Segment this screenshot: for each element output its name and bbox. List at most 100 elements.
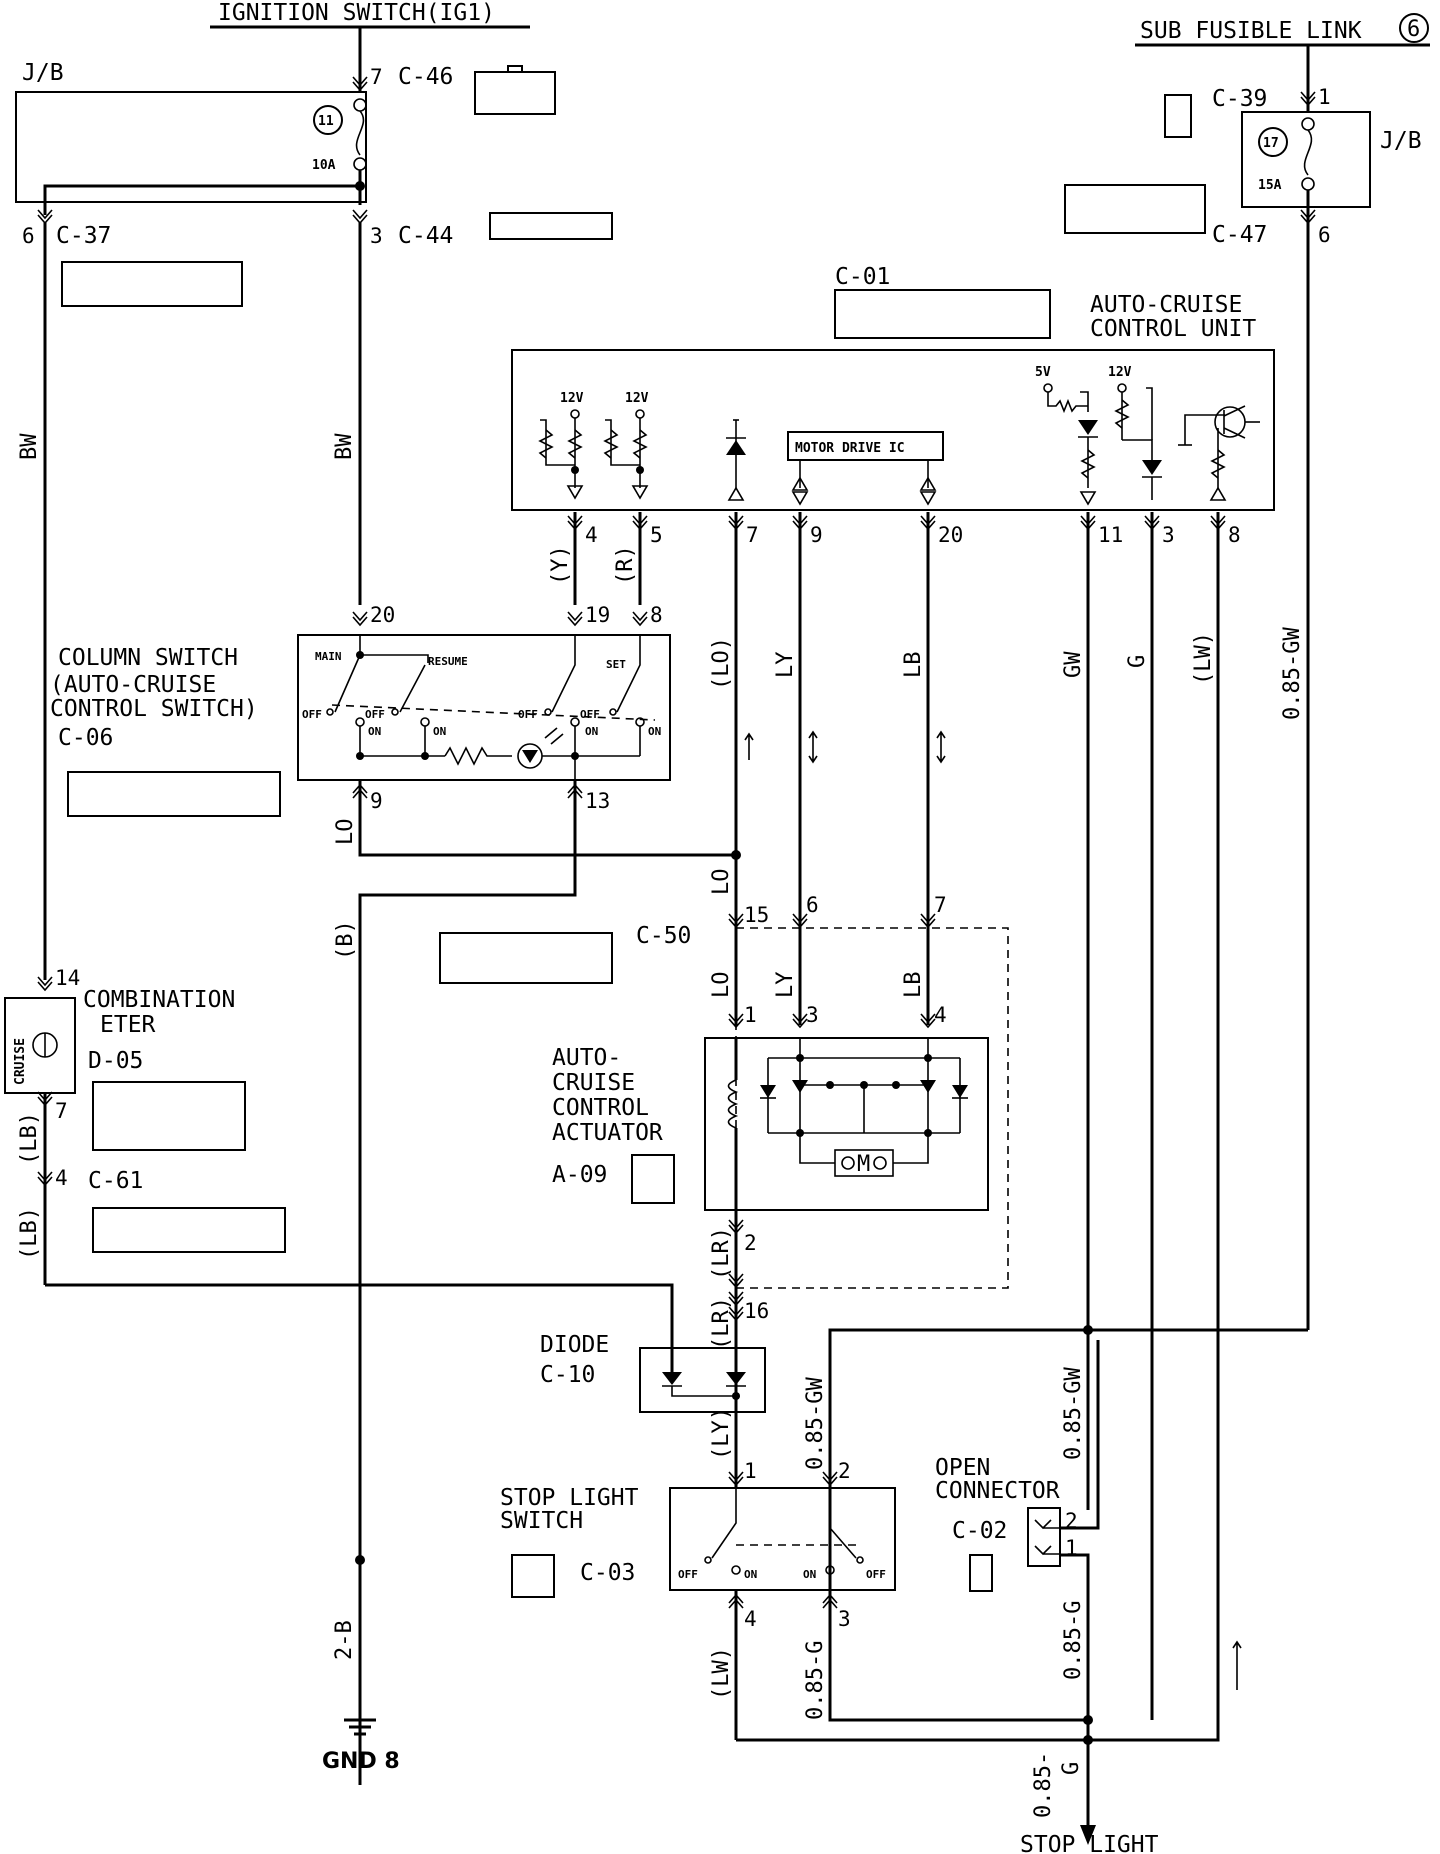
cruise-indicator-label: CRUISE (13, 1038, 28, 1085)
svg-text:ON: ON (648, 725, 661, 738)
svg-text:1: 1 (744, 1459, 757, 1483)
svg-text:12V: 12V (625, 391, 649, 406)
svg-text:12V: 12V (560, 391, 584, 406)
motor-drive-ic-label: MOTOR DRIVE IC (795, 441, 905, 456)
svg-text:3: 3 (1162, 523, 1175, 547)
wire-g: G (1125, 655, 1150, 668)
wire-lo-2: LO (333, 819, 358, 846)
svg-text:OFF: OFF (302, 708, 322, 721)
stop-light-label: STOP LIGHT (1020, 1832, 1159, 1854)
ecu-input-circuit-5: 12V (603, 391, 649, 499)
c61-connector-icon (92, 1207, 286, 1253)
wire-085-gw-right: 0.85-GW (1280, 627, 1305, 720)
jb-right-pin-in: 1 (1318, 85, 1331, 109)
wire-lr-1: (LR) (709, 1227, 734, 1280)
c61-pin: 4 (55, 1166, 68, 1190)
c02-connector-icon (969, 1554, 993, 1592)
actuator-internal-circuit: M (727, 1038, 968, 1210)
c06-label: C-06 (58, 725, 113, 751)
open-connector-box (1027, 1507, 1061, 1567)
svg-text:15: 15 (744, 903, 769, 927)
wire-y: (Y) (548, 545, 573, 585)
wire-lo-3: LO (709, 869, 734, 896)
combination-meter-box (4, 997, 76, 1094)
stop-light-switch-box (669, 1487, 896, 1591)
ecu-output-circuit-3: 12V (1108, 365, 1162, 500)
meter-title-1: COMBINATION (83, 987, 235, 1013)
wire-lb-2: LB (901, 972, 926, 999)
svg-text:RESUME: RESUME (428, 655, 468, 668)
a09-label: A-09 (552, 1162, 607, 1188)
meter-pin-top: 14 (55, 966, 80, 990)
svg-text:20: 20 (938, 523, 963, 547)
wire-ly-3: (LY) (709, 1407, 734, 1460)
actuator-title: AUTO- CRUISE CONTROL ACTUATOR (552, 1045, 663, 1146)
svg-text:ON: ON (368, 725, 381, 738)
svg-text:CRUISE: CRUISE (552, 1070, 635, 1096)
auto-cruise-control-actuator (704, 1037, 989, 1211)
svg-text:ON: ON (433, 725, 446, 738)
c37-connector-icon (61, 261, 243, 307)
meter-pin-bottom: 7 (55, 1099, 68, 1123)
svg-text:19: 19 (585, 603, 610, 627)
jb-left-pin-left: 6 (22, 224, 35, 248)
wire-lr-2: (LR) (709, 1297, 734, 1350)
c50-label: C-50 (636, 923, 691, 949)
ecu-title-2: CONTROL UNIT (1090, 316, 1256, 342)
svg-text:SET: SET (606, 658, 626, 671)
wire-gw-2: 0.85-GW (803, 1377, 828, 1470)
svg-text:ON: ON (803, 1568, 816, 1581)
svg-text:5: 5 (650, 523, 663, 547)
svg-text:OFF: OFF (580, 708, 600, 721)
fuse-15a-rating: 15A (1258, 178, 1282, 193)
column-switch-title-1: COLUMN SWITCH (58, 645, 238, 671)
c61-label: C-61 (88, 1168, 143, 1194)
fuse-11-circle (313, 105, 343, 135)
column-switch-contacts: MAIN RESUME SET OFF OFF OFF OFF ON ON ON… (302, 635, 661, 780)
wire-lw-2: (LW) (709, 1647, 734, 1700)
svg-text:1: 1 (744, 1003, 757, 1027)
svg-text:9: 9 (810, 523, 823, 547)
wire-085-g-4b: G (1059, 1762, 1084, 1775)
svg-text:16: 16 (744, 1299, 769, 1323)
c50-pin-labels: 15 6 7 16 (744, 893, 947, 1323)
d05-connector-icon (92, 1081, 246, 1151)
fuse-10a-rating: 10A (312, 158, 336, 173)
svg-text:8: 8 (650, 603, 663, 627)
c10-label: C-10 (540, 1362, 595, 1388)
wire-r: (R) (613, 545, 638, 585)
svg-text:6: 6 (806, 893, 819, 917)
wire-bw-left: BW (17, 433, 42, 460)
open-connector-title-2: CONNECTOR (935, 1478, 1060, 1504)
c44-connector-icon (489, 212, 613, 240)
gnd-8-label: GND 8 (322, 1749, 400, 1774)
svg-text:9: 9 (370, 789, 383, 813)
ecu-pin-labels: 4 5 7 9 20 11 3 8 (585, 523, 1241, 547)
motor-label: M (857, 1152, 870, 1177)
meter-title-2: ETER (100, 1012, 156, 1038)
svg-text:7: 7 (746, 523, 759, 547)
diode-title: DIODE (540, 1332, 609, 1358)
svg-text:MAIN: MAIN (315, 650, 342, 663)
c47-connector-icon (1064, 184, 1206, 234)
stop-switch-title-1: STOP LIGHT (500, 1485, 639, 1511)
c47-label: C-47 (1212, 222, 1267, 248)
c46-label: C-46 (398, 64, 453, 90)
ignition-switch-label: IGNITION SWITCH(IG1) (218, 0, 495, 26)
c03-connector-icon (511, 1554, 555, 1598)
svg-text:OFF: OFF (678, 1568, 698, 1581)
fuse-17-circle (1258, 127, 1288, 157)
svg-text:20: 20 (370, 603, 395, 627)
svg-text:3: 3 (806, 1003, 819, 1027)
jb-right-box (1241, 111, 1371, 208)
svg-text:13: 13 (585, 789, 610, 813)
wire-lb-1: LB (901, 652, 926, 679)
c46-connector-icon (474, 65, 556, 115)
wire-085-g-4a: 0.85- (1031, 1752, 1056, 1818)
jb-right-pin-out: 6 (1318, 223, 1331, 247)
svg-text:4: 4 (585, 523, 598, 547)
svg-text:11: 11 (1098, 523, 1123, 547)
ecu-input-circuit-4: 12V (538, 391, 584, 499)
svg-text:7: 7 (934, 893, 947, 917)
